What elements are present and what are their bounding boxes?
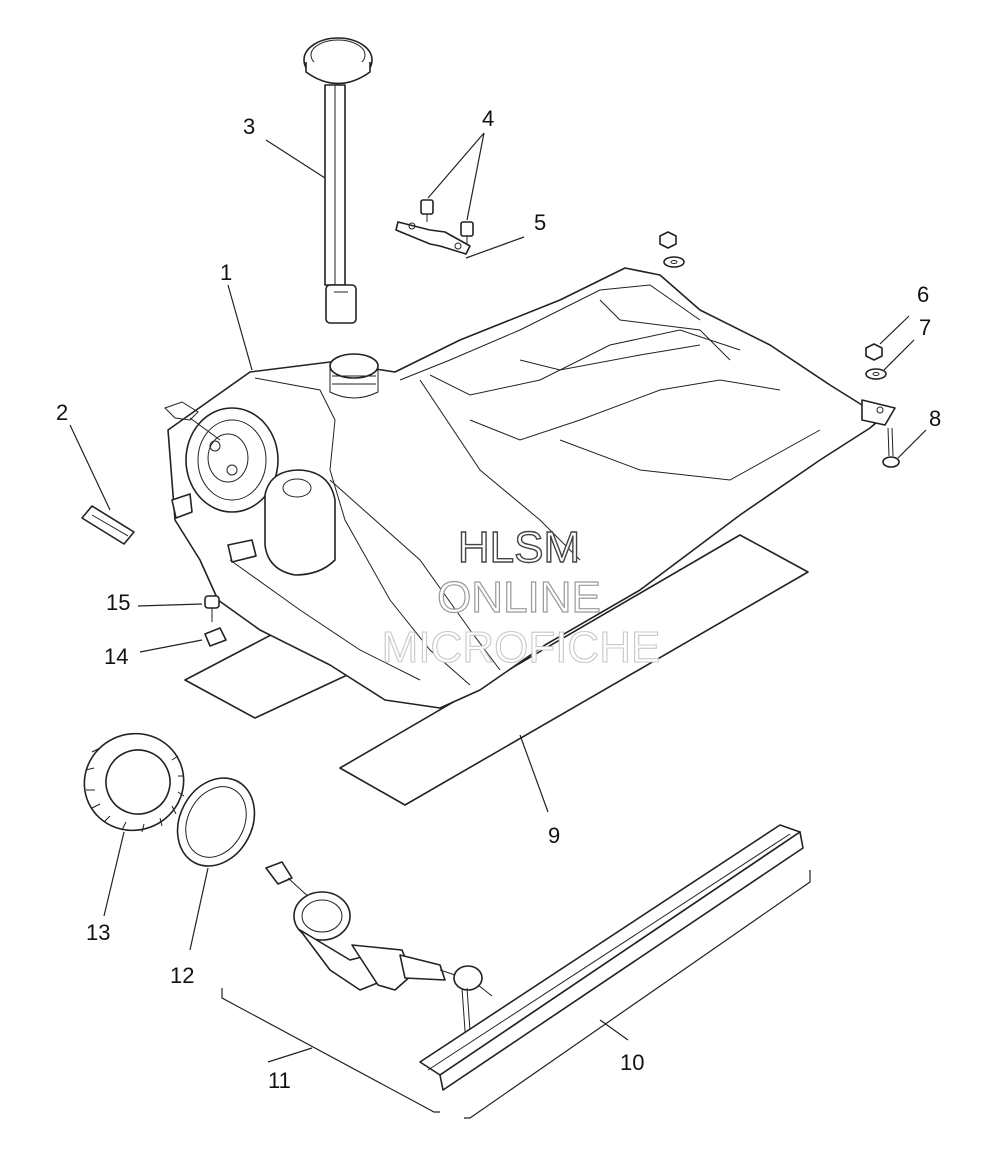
part-4-bolts [420, 199, 474, 244]
callout-7: 7 [919, 315, 931, 340]
part-15-screw [204, 595, 220, 622]
part-1-fuel-tank [164, 267, 896, 709]
callout-6: 6 [917, 282, 929, 307]
watermark-line-2: ONLINE [437, 573, 601, 622]
part-12-seal [176, 777, 256, 867]
callout-13: 13 [86, 920, 110, 945]
part-13-lock-ring [83, 732, 185, 833]
callout-labels: 1 2 3 4 5 6 7 8 9 10 11 12 13 14 15 [56, 106, 941, 1093]
callout-12: 12 [170, 963, 194, 988]
callout-15: 15 [106, 590, 130, 615]
part-14-clip [204, 627, 227, 647]
part-11-fuel-pump [265, 861, 493, 1056]
part-6-nuts [659, 231, 883, 361]
part-5-bracket [395, 221, 471, 255]
group-brackets [221, 870, 811, 1119]
callout-3: 3 [243, 114, 255, 139]
callout-10: 10 [620, 1050, 644, 1075]
callout-14: 14 [104, 644, 128, 669]
part-7-washers [663, 256, 887, 380]
callout-4: 4 [482, 106, 494, 131]
leader-lines [69, 132, 927, 1063]
callout-2: 2 [56, 400, 68, 425]
callout-11: 11 [268, 1068, 291, 1093]
part-3-fuel-gauge-sender [303, 37, 373, 324]
callout-1: 1 [220, 260, 232, 285]
watermark: HLSM ONLINE MICROFICHE [381, 522, 661, 672]
callout-8: 8 [929, 406, 941, 431]
watermark-line-3: MICROFICHE [382, 623, 661, 672]
part-8-bolt [882, 427, 900, 468]
callout-5: 5 [534, 210, 546, 235]
part-2-pad [81, 505, 135, 545]
watermark-line-1: HLSM [458, 523, 580, 572]
part-10-strap [419, 824, 804, 1091]
callout-9: 9 [548, 823, 560, 848]
